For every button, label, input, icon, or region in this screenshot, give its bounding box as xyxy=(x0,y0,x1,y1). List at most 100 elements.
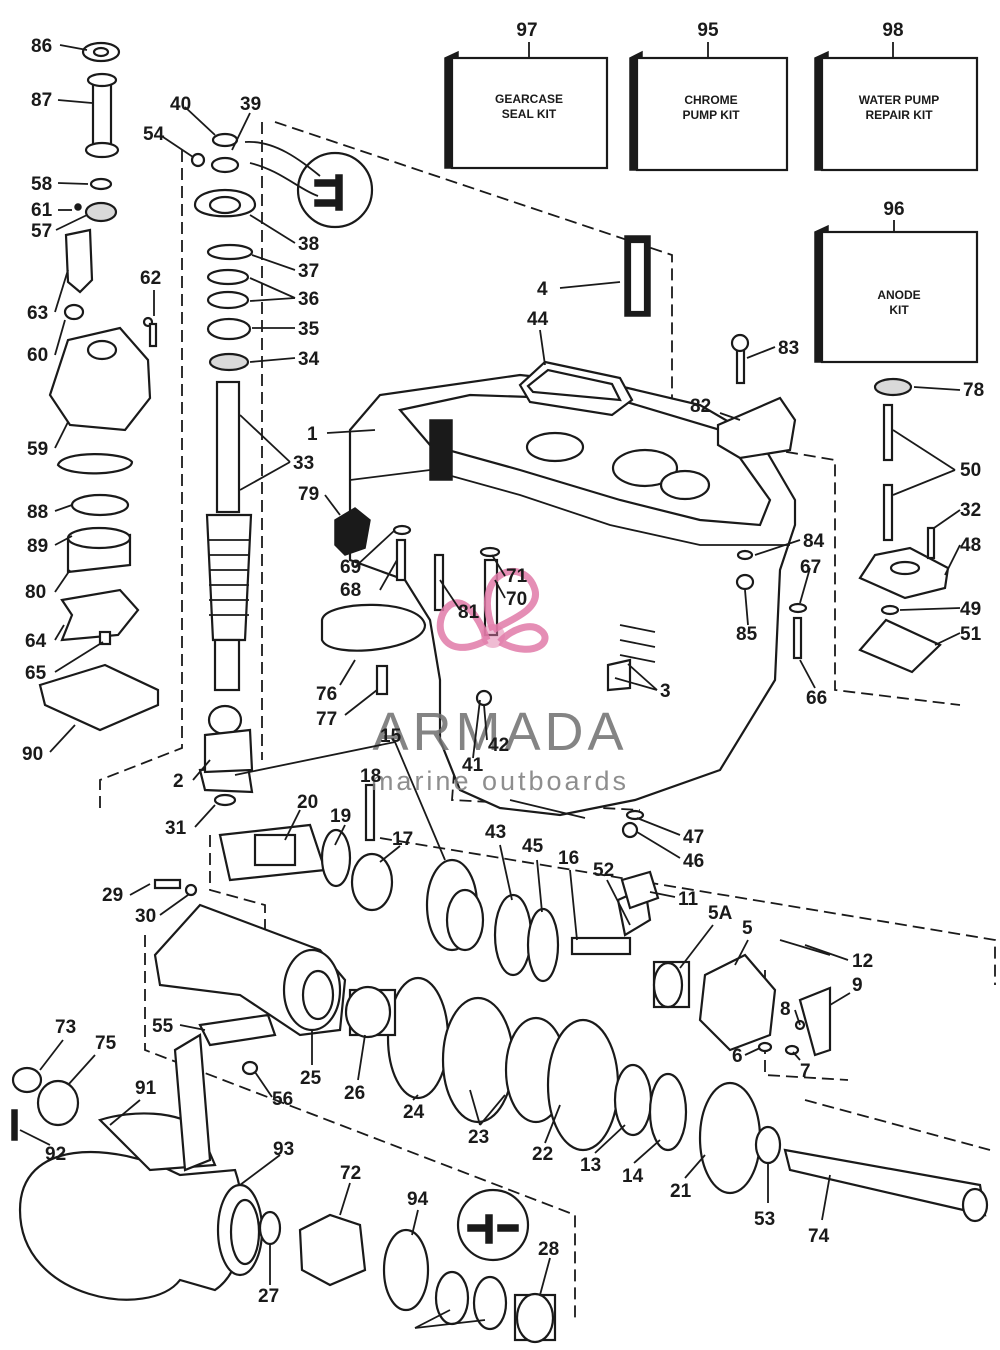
part-number: 33 xyxy=(293,453,314,474)
part-number: 5A xyxy=(708,903,733,924)
part-number: 90 xyxy=(22,744,43,765)
part-number: 59 xyxy=(27,439,48,460)
part-number: 45 xyxy=(522,836,544,857)
kit-96-line-2: KIT xyxy=(889,303,909,317)
part-number: 83 xyxy=(778,338,799,359)
part-number: 22 xyxy=(532,1144,553,1165)
lower-gear-train xyxy=(153,783,989,1223)
watermark-subtitle: marine outboards xyxy=(371,766,629,796)
part-number: 70 xyxy=(506,589,527,610)
part-number: 48 xyxy=(960,535,981,556)
part-number: 32 xyxy=(960,500,981,521)
part-number: 46 xyxy=(683,851,704,872)
part-number: 20 xyxy=(297,792,318,813)
kit-98-line-1: WATER PUMP xyxy=(859,93,939,107)
part-number: 8 xyxy=(780,999,791,1020)
part-number: 19 xyxy=(330,806,351,827)
part-number: 27 xyxy=(258,1286,279,1307)
part-number: 34 xyxy=(298,349,320,370)
part-number: 84 xyxy=(803,531,825,552)
seal-detail-inset xyxy=(244,141,374,229)
part-number: 5 xyxy=(742,918,753,939)
part-number: 78 xyxy=(963,380,984,401)
part-number: 71 xyxy=(506,566,528,587)
kit-97-line-2: SEAL KIT xyxy=(502,107,557,121)
part-number: 50 xyxy=(960,460,981,481)
part-number-labels: 86 87 58 61 57 63 60 59 88 89 80 64 65 9… xyxy=(22,36,984,1307)
part-number: 67 xyxy=(800,557,821,578)
part-number: 37 xyxy=(298,261,319,282)
part-number: 15 xyxy=(380,726,402,747)
leader-lines xyxy=(19,44,961,1329)
part-number: 61 xyxy=(31,200,53,221)
part-number: 66 xyxy=(806,688,827,709)
part-number: 44 xyxy=(527,309,549,330)
kit-95-line-2: PUMP KIT xyxy=(682,108,740,122)
part-number: 60 xyxy=(27,345,48,366)
part-number: 18 xyxy=(360,766,381,787)
part-number: 13 xyxy=(580,1155,601,1176)
part-number: 49 xyxy=(960,599,981,620)
part-number: 73 xyxy=(55,1017,76,1038)
armada-watermark: ARMADA marine outboards xyxy=(371,568,629,796)
part-number: 81 xyxy=(458,602,480,623)
part-number: 17 xyxy=(392,829,413,850)
part-number: 72 xyxy=(340,1163,361,1184)
part-number: 56 xyxy=(272,1089,293,1110)
part-number: 80 xyxy=(25,582,46,603)
part-number: 88 xyxy=(27,502,48,523)
kit-96-line-1: ANODE xyxy=(877,288,920,302)
kit-box-96: ANODE KIT 96 xyxy=(814,199,979,364)
part-number: 1 xyxy=(307,424,318,445)
kit-95-line-1: CHROME xyxy=(684,93,737,107)
part-number: 47 xyxy=(683,827,704,848)
part-number: 43 xyxy=(485,822,506,843)
part-number: 7 xyxy=(800,1061,811,1082)
kit-97-line-1: GEARCASE xyxy=(495,92,563,106)
part-number: 54 xyxy=(143,124,165,145)
part-number: 89 xyxy=(27,536,48,557)
water-pump-parts xyxy=(38,41,160,732)
part-number: 69 xyxy=(340,557,361,578)
kit-box-97: GEARCASE SEAL KIT 97 xyxy=(444,20,609,170)
part-number: 24 xyxy=(403,1102,425,1123)
part-number: 26 xyxy=(344,1083,365,1104)
part-number: 16 xyxy=(558,848,579,869)
part-number: 85 xyxy=(736,624,758,645)
kit-box-95: CHROME PUMP KIT 95 xyxy=(629,20,789,172)
part-number: 41 xyxy=(462,755,484,776)
propeller-parts xyxy=(11,1033,557,1344)
part-number: 64 xyxy=(25,631,47,652)
part-number: 30 xyxy=(135,906,156,927)
part-number: 38 xyxy=(298,234,319,255)
part-number: 62 xyxy=(140,268,161,289)
part-number: 25 xyxy=(300,1068,322,1089)
part-number: 53 xyxy=(754,1209,775,1230)
part-number: 36 xyxy=(298,289,319,310)
part-number: 28 xyxy=(538,1239,559,1260)
part-number: 52 xyxy=(593,860,614,881)
part-number: 65 xyxy=(25,663,47,684)
watermark-title: ARMADA xyxy=(372,702,627,762)
part-number: 31 xyxy=(165,818,187,839)
propeller-logo xyxy=(436,568,549,653)
part-number: 58 xyxy=(31,174,52,195)
part-number: 94 xyxy=(407,1189,429,1210)
part-number: 2 xyxy=(173,771,184,792)
part-number: 4 xyxy=(537,279,548,300)
part-number: 9 xyxy=(852,975,863,996)
part-number: 35 xyxy=(298,319,320,340)
part-number: 91 xyxy=(135,1078,157,1099)
part-number: 12 xyxy=(852,951,873,972)
part-number: 40 xyxy=(170,94,191,115)
part-number: 57 xyxy=(31,221,52,242)
part-number: 77 xyxy=(316,709,337,730)
part-number: 68 xyxy=(340,580,361,601)
part-number: 21 xyxy=(670,1181,692,1202)
part-number: 74 xyxy=(808,1226,830,1247)
part-number: 51 xyxy=(960,624,982,645)
kit-95-number: 95 xyxy=(697,20,719,41)
upper-right-parts xyxy=(518,235,950,674)
middle-parts xyxy=(203,507,645,839)
